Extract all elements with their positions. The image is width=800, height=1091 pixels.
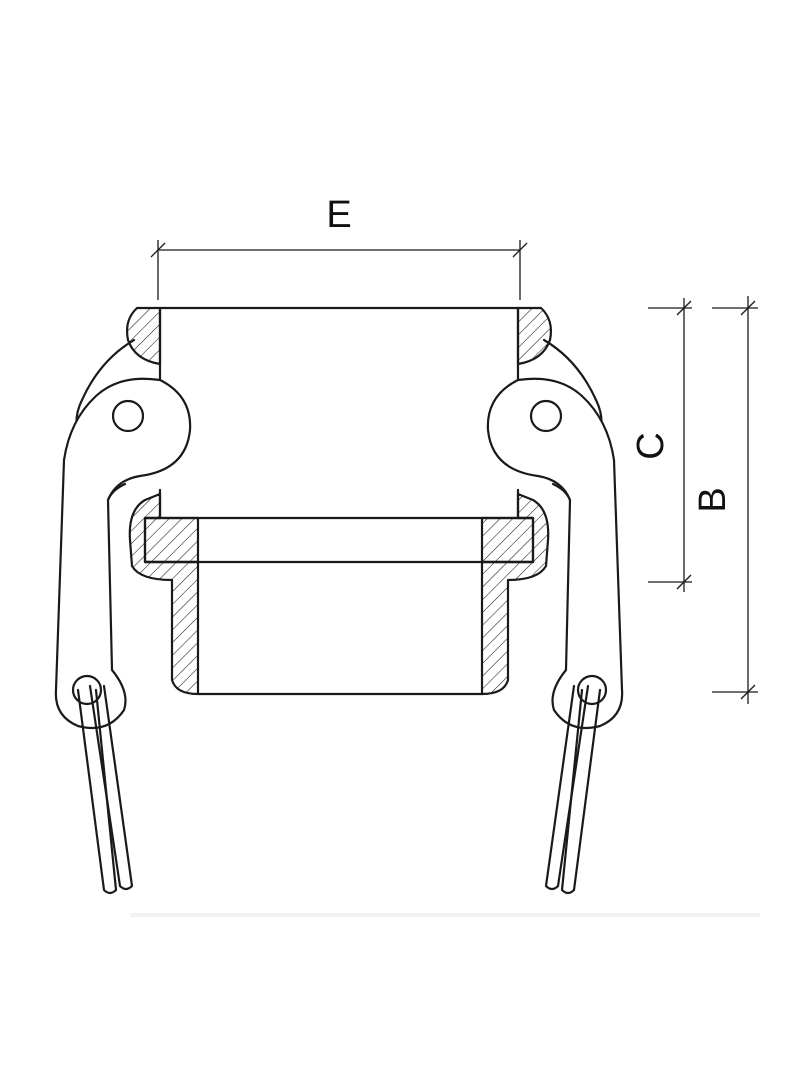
- left-top-section: [125, 306, 162, 366]
- right-cam-arm: [486, 338, 624, 895]
- dimension-e-label: E: [326, 194, 351, 236]
- dimension-c-label: C: [630, 432, 672, 459]
- left-gasket-section: [143, 516, 200, 564]
- coupler-body: [143, 306, 535, 696]
- right-top-section: [516, 306, 553, 366]
- dimension-c: C: [630, 298, 692, 592]
- dimension-e: E: [150, 194, 528, 300]
- left-body-section: [128, 492, 200, 696]
- left-pivot-hole: [111, 399, 145, 433]
- left-cam-arm: [54, 338, 192, 895]
- right-body-section: [480, 492, 550, 696]
- right-pivot-hole: [529, 399, 563, 433]
- dimension-b-label: B: [692, 487, 734, 512]
- right-gasket-section: [480, 516, 535, 564]
- dimension-b: B: [692, 296, 758, 704]
